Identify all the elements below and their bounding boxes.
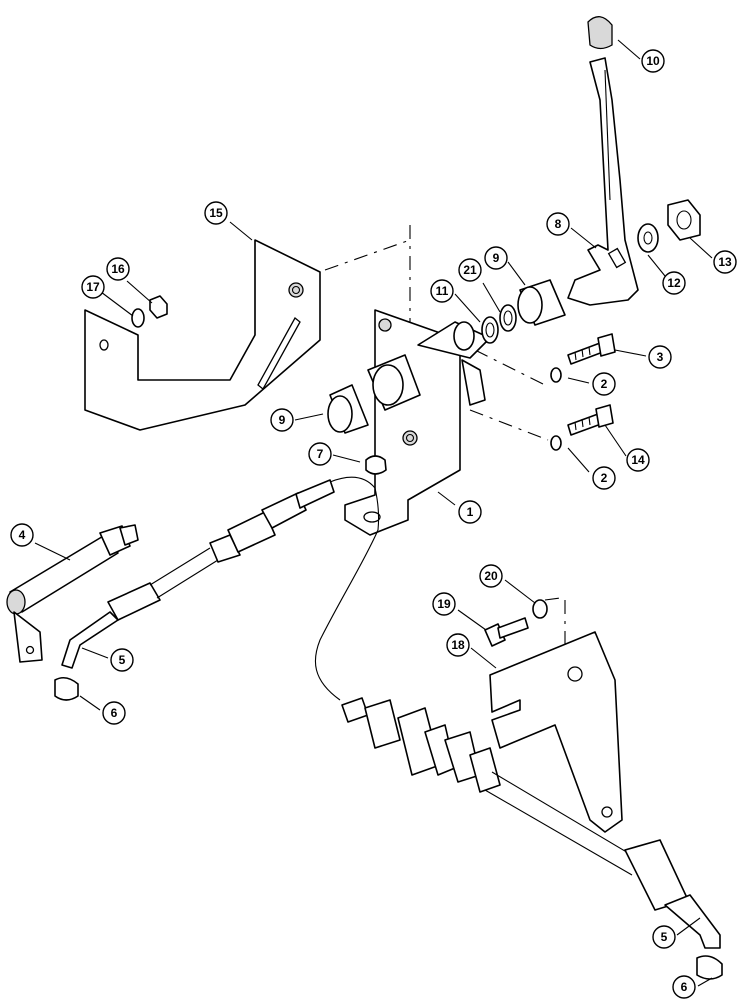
svg-text:8: 8 [555,217,562,231]
callout-2a: 2 [592,372,616,396]
svg-text:11: 11 [436,284,449,298]
sleeve [367,354,421,411]
bracket-part-15 [84,239,321,431]
svg-text:5: 5 [661,930,668,944]
ring-part-11 [481,316,499,344]
svg-text:4: 4 [19,528,26,542]
lever-part-8 [567,57,639,306]
svg-text:2: 2 [601,471,608,485]
callout-2b: 2 [592,466,616,490]
callout-16: 16 [106,257,130,281]
cable-part-5-lower [341,697,721,949]
svg-text:14: 14 [631,453,645,467]
pivot-shaft [417,321,491,406]
callout-9a: 9 [270,408,294,432]
bolt-part-19 [484,617,529,647]
callout-7: 7 [308,442,332,466]
callout-21: 21 [458,258,482,282]
svg-text:21: 21 [463,263,477,277]
bracket-part-18 [489,631,623,833]
knob-part-10 [587,16,613,50]
callout-14: 14 [626,448,650,472]
callout-8: 8 [546,212,570,236]
nut-part-13 [667,199,701,241]
bushing-part-9-upper [517,279,566,326]
rod-part-4 [6,524,139,663]
svg-text:6: 6 [681,980,688,994]
washer-part-2-lower [550,435,562,451]
svg-text:18: 18 [451,638,465,652]
svg-text:16: 16 [111,262,125,276]
callout-1: 1 [458,500,482,524]
svg-text:17: 17 [86,280,100,294]
callout-5a: 5 [110,648,134,672]
svg-text:19: 19 [437,597,451,611]
svg-text:9: 9 [279,413,286,427]
washer-part-20 [532,599,548,619]
callout-6b: 6 [672,975,696,999]
nut-part-16 [149,295,168,319]
svg-text:6: 6 [111,706,118,720]
svg-text:12: 12 [667,276,681,290]
callout-11: 11 [430,279,454,303]
callout-12: 12 [662,271,686,295]
callout-4: 4 [10,523,34,547]
svg-text:5: 5 [119,653,126,667]
clip-part-6-upper [54,676,79,701]
svg-text:3: 3 [657,350,664,364]
callout-20: 20 [479,564,503,588]
main-bracket-part-1 [344,309,461,536]
callout-19: 19 [432,592,456,616]
leader-lines [34,39,713,987]
svg-text:7: 7 [317,447,324,461]
washer-part-12 [637,223,659,253]
svg-text:20: 20 [484,569,498,583]
bolt-part-14 [567,404,614,436]
callout-13: 13 [713,250,737,274]
svg-text:1: 1 [467,505,474,519]
bushing-part-9-lower [327,384,369,434]
clip-part-6-lower [696,955,723,980]
svg-text:13: 13 [718,255,732,269]
clip-part-7 [365,455,387,475]
callout-15: 15 [204,201,228,225]
callout-18: 18 [446,633,470,657]
callout-9b: 9 [484,246,508,270]
svg-text:2: 2 [601,377,608,391]
washer-part-17 [131,308,145,328]
svg-text:10: 10 [646,54,660,68]
callout-17: 17 [81,275,105,299]
svg-text:9: 9 [493,251,500,265]
ring-part-21 [499,304,517,332]
callout-5b: 5 [652,925,676,949]
callout-10: 10 [641,49,665,73]
washer-part-2-upper [550,367,562,383]
callout-6a: 6 [102,701,126,725]
svg-text:15: 15 [209,206,223,220]
cable-part-5-upper [61,476,380,701]
callout-3: 3 [648,345,672,369]
bolt-part-3 [567,333,616,365]
